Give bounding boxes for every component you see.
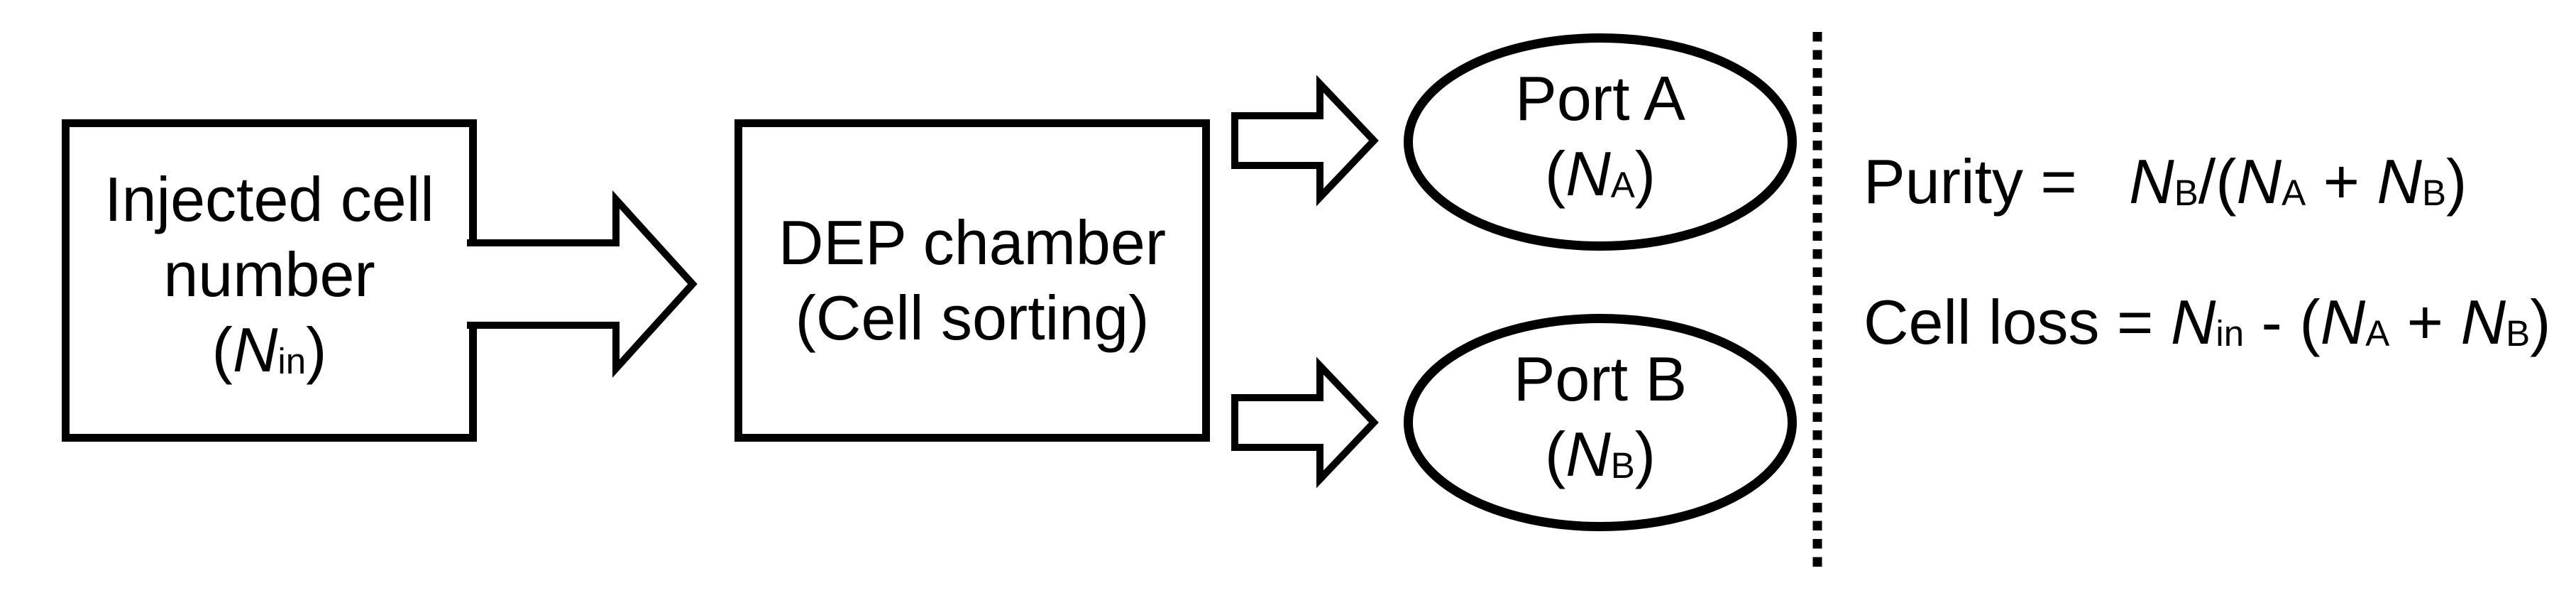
dep-chamber-box (734, 119, 1210, 442)
port-b-ellipse (1404, 314, 1797, 531)
cell-loss-formula: Cell loss = Nin - (NA + NB) (1864, 287, 2551, 357)
dep-chamber-box-label: DEP chamber (Cell sorting) (734, 119, 1210, 442)
dep-chamber-line-1: DEP chamber (778, 207, 1167, 278)
arrow-injected-to-dep-icon (467, 190, 698, 378)
purity-formula: Purity = NB/(NA + NB) (1864, 146, 2467, 217)
arrow-dep-to-port-a-icon (1231, 75, 1379, 207)
injected-cell-line-3: (Nin) (211, 314, 327, 385)
port-b-line-1: Port B (1513, 343, 1688, 414)
arrow-dep-to-port-b-icon (1231, 356, 1379, 489)
injected-cell-box-label: Injected cell number (Nin) (62, 119, 477, 442)
port-b-label: Port B (NB) (1404, 314, 1797, 531)
port-a-ellipse (1404, 33, 1797, 251)
port-b-line-2: (NB) (1544, 418, 1656, 489)
port-a-line-2: (NA) (1544, 138, 1656, 209)
injected-cell-line-2: number (163, 239, 375, 310)
port-a-label: Port A (NA) (1404, 33, 1797, 251)
dep-chamber-line-2: (Cell sorting) (795, 283, 1150, 353)
injected-cell-line-1: Injected cell (104, 163, 434, 234)
port-a-line-1: Port A (1515, 62, 1685, 134)
